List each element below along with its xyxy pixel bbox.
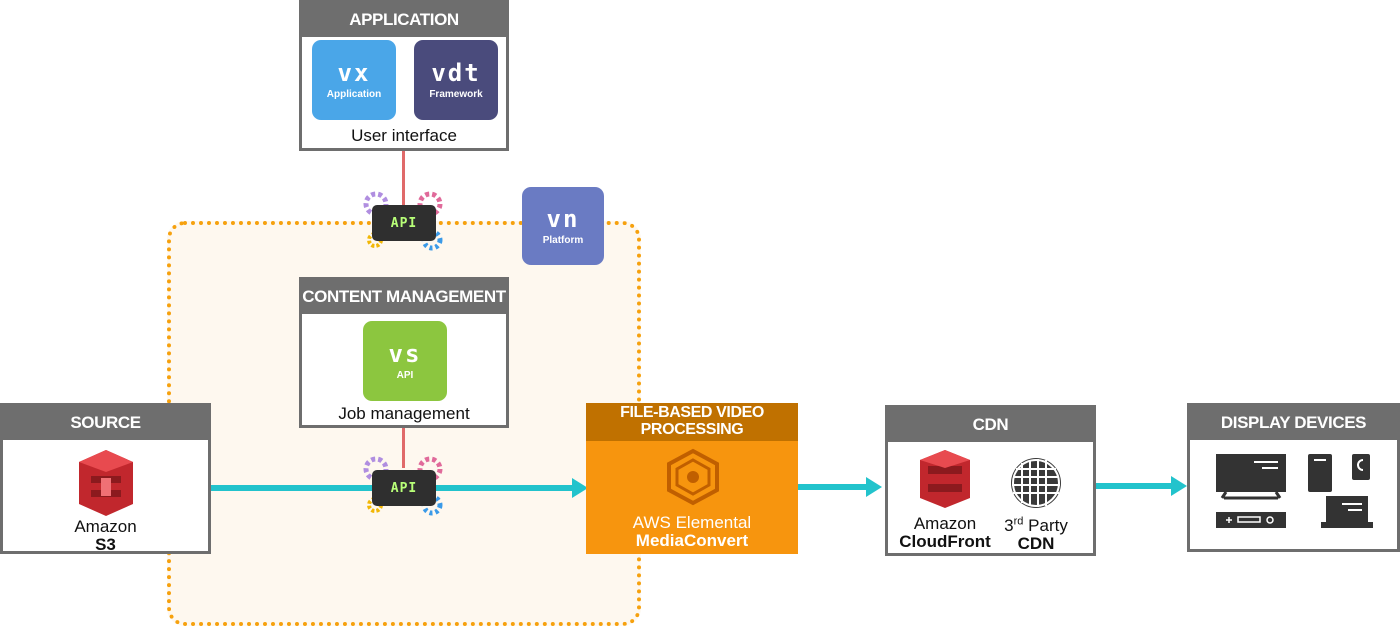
- content-management-title: CONTENT MANAGEMENT: [302, 280, 506, 314]
- vdt-caption: Framework: [429, 88, 483, 100]
- smartphone-icon: [1352, 454, 1370, 480]
- vdt-logo-icon: vdt: [431, 58, 481, 87]
- vs-caption: API: [396, 369, 414, 381]
- vn-logo-icon: vn: [546, 204, 580, 233]
- cdn-right-line1: 3rd Party: [996, 516, 1076, 535]
- mediaconvert-icon: [667, 448, 719, 506]
- user-interface-label: User interface: [351, 126, 457, 145]
- connector-cm-api: [402, 426, 405, 468]
- api-chip-bottom: API: [372, 470, 436, 506]
- processing-box: FILE-BASED VIDEO PROCESSING AWS Elementa…: [586, 403, 798, 554]
- application-title: APPLICATION: [302, 3, 506, 37]
- vx-application-tile[interactable]: vx Application: [312, 40, 396, 120]
- processing-title: FILE-BASED VIDEO PROCESSING: [620, 404, 764, 438]
- processing-title-bar: FILE-BASED VIDEO PROCESSING: [586, 403, 798, 441]
- cdn-right-prefix: 3: [1004, 516, 1014, 535]
- arrow-processing-to-cdn: [797, 477, 882, 497]
- source-line1: Amazon: [74, 517, 137, 536]
- connector-app-api: [402, 149, 405, 209]
- amazon-cloudfront-icon: [920, 450, 970, 508]
- vn-platform-tile[interactable]: vn Platform: [522, 187, 604, 265]
- cdn-right-line2: CDN: [1017, 534, 1055, 553]
- set-top-box-icon: [1216, 512, 1286, 528]
- tv-icon: [1216, 454, 1286, 500]
- processing-line1: AWS Elemental: [632, 513, 752, 532]
- api-chip-top: API: [372, 205, 436, 241]
- vdt-framework-tile[interactable]: vdt Framework: [414, 40, 498, 120]
- arrow-cdn-to-devices: [1095, 476, 1187, 496]
- source-line2: S3: [95, 535, 116, 554]
- globe-icon: [1011, 458, 1061, 508]
- vx-caption: Application: [326, 88, 382, 100]
- job-management-label: Job management: [338, 404, 470, 423]
- cdn-left-line1: Amazon: [913, 514, 977, 533]
- display-devices-box: DISPLAY DEVICES: [1187, 403, 1400, 552]
- source-box: SOURCE Amazon S3: [0, 403, 211, 554]
- amazon-s3-icon: [79, 450, 133, 516]
- cdn-right-rest: Party: [1023, 516, 1068, 535]
- cdn-box: CDN Amazon CloudFront 3rd Party CDN: [885, 405, 1096, 556]
- platform-caption: Platform: [542, 234, 584, 246]
- laptop-icon: [1321, 496, 1373, 528]
- vx-logo-icon: vx: [337, 58, 371, 87]
- cdn-left-line2: CloudFront: [899, 532, 991, 551]
- cdn-title: CDN: [888, 408, 1093, 442]
- display-devices-title: DISPLAY DEVICES: [1190, 406, 1397, 440]
- vs-api-tile[interactable]: vs API: [363, 321, 447, 401]
- vs-logo-icon: vs: [388, 339, 422, 368]
- processing-line2: MediaConvert: [635, 531, 749, 550]
- source-title: SOURCE: [3, 406, 208, 440]
- cdn-right-sup: rd: [1013, 515, 1024, 528]
- content-management-box: CONTENT MANAGEMENT vs API Job management: [299, 277, 509, 428]
- application-box: APPLICATION vx Application vdt Framework…: [299, 0, 509, 151]
- tablet-icon: [1308, 454, 1332, 492]
